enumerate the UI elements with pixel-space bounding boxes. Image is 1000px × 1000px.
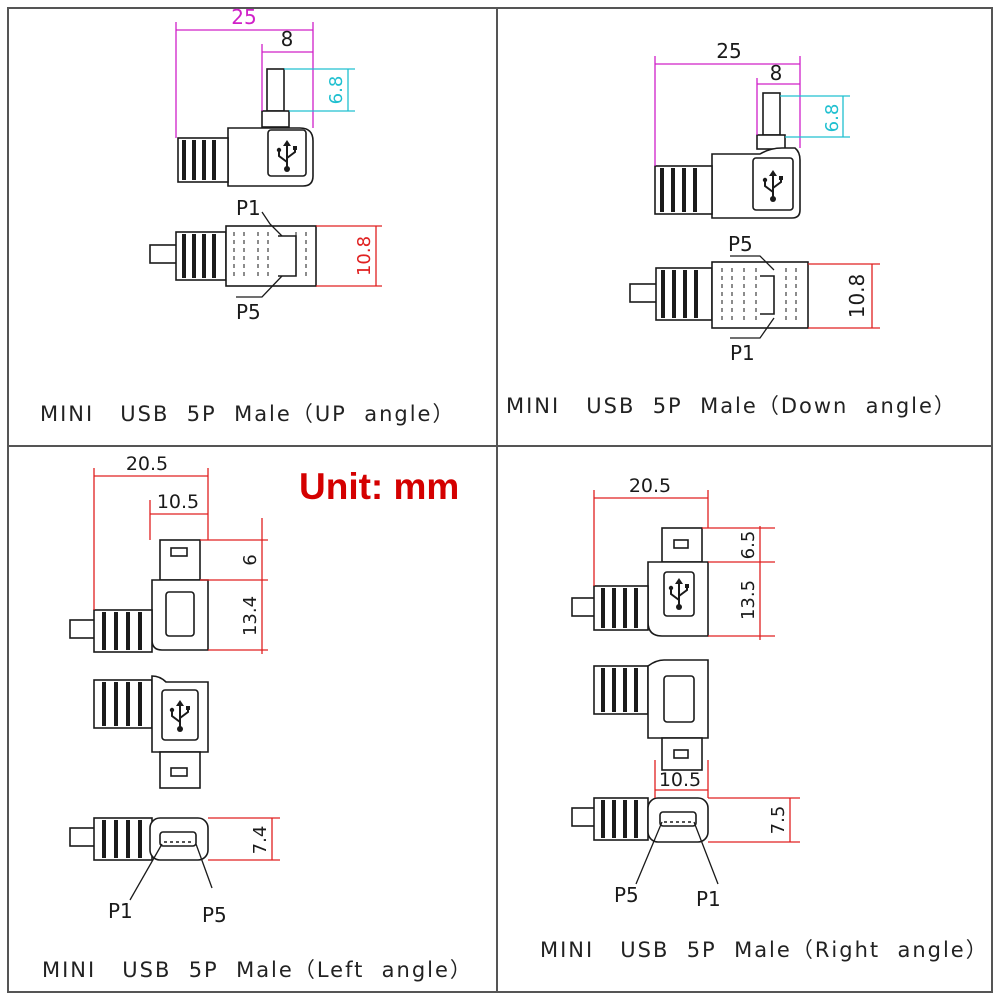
right-dim-width: 20.5 <box>629 475 671 497</box>
panel-right: 20.5 10.5 6.5 13.5 7.5 P5 P1 <box>571 475 800 911</box>
unit-label: Unit: mm <box>299 466 460 507</box>
right-dim-body-len: 13.5 <box>738 580 759 620</box>
right-dim-face: 7.5 <box>768 806 789 835</box>
down-dim-width: 25 <box>716 39 741 63</box>
panel-up: 25 8 6.8 10.8 P1 P5 <box>149 5 382 324</box>
up-top-view-connector <box>177 68 314 187</box>
left-pin-left: P1 <box>108 899 133 923</box>
right-dim-plug: 10.5 <box>659 769 701 791</box>
up-dim-plug: 8 <box>281 27 294 51</box>
down-dim-plug-height: 6.8 <box>822 104 843 133</box>
left-dim-face: 7.4 <box>250 826 271 855</box>
panel-title-up: MINI USB 5P Male（UP angle） <box>40 402 456 426</box>
left-front-view-connector <box>69 539 209 653</box>
right-end-view-connector <box>571 797 709 843</box>
panel-title-right: MINI USB 5P Male（Right angle） <box>540 938 989 962</box>
up-side-view-connector <box>149 225 317 287</box>
right-front-view-connector <box>571 527 709 637</box>
left-rear-view-connector <box>93 675 209 789</box>
up-pin-top: P1 <box>236 196 261 220</box>
panel-down: 25 8 6.8 10.8 P5 P1 <box>629 39 880 365</box>
left-dim-width: 20.5 <box>126 453 168 475</box>
panel-title-down: MINI USB 5P Male（Down angle） <box>506 394 957 418</box>
down-dim-side: 10.8 <box>845 274 869 319</box>
down-side-view-connector <box>629 261 809 329</box>
down-pin-bottom: P1 <box>730 341 755 365</box>
panel-title-left: MINI USB 5P Male（Left angle） <box>42 958 473 982</box>
up-pin-bottom: P5 <box>236 300 261 324</box>
up-dim-side: 10.8 <box>354 236 375 276</box>
down-dim-plug: 8 <box>770 61 783 85</box>
up-dim-width: 25 <box>231 5 256 29</box>
left-end-view-connector <box>69 817 209 861</box>
up-dim-plug-height: 6.8 <box>326 76 347 105</box>
right-pin-right: P1 <box>696 887 721 911</box>
right-pin-left: P5 <box>614 883 639 907</box>
left-dim-plug-len: 6 <box>240 554 261 565</box>
down-pin-top: P5 <box>728 232 753 256</box>
left-dim-plug: 10.5 <box>157 491 199 513</box>
left-dim-body-len: 13.4 <box>240 596 261 636</box>
down-top-view-connector <box>654 92 801 219</box>
right-rear-view-connector <box>593 659 709 771</box>
frame <box>7 7 993 993</box>
left-pin-right: P5 <box>202 903 227 927</box>
panel-left: 20.5 10.5 6 13.4 7.4 P1 P5 <box>69 453 280 927</box>
right-dim-plug-len: 6.5 <box>738 531 759 560</box>
